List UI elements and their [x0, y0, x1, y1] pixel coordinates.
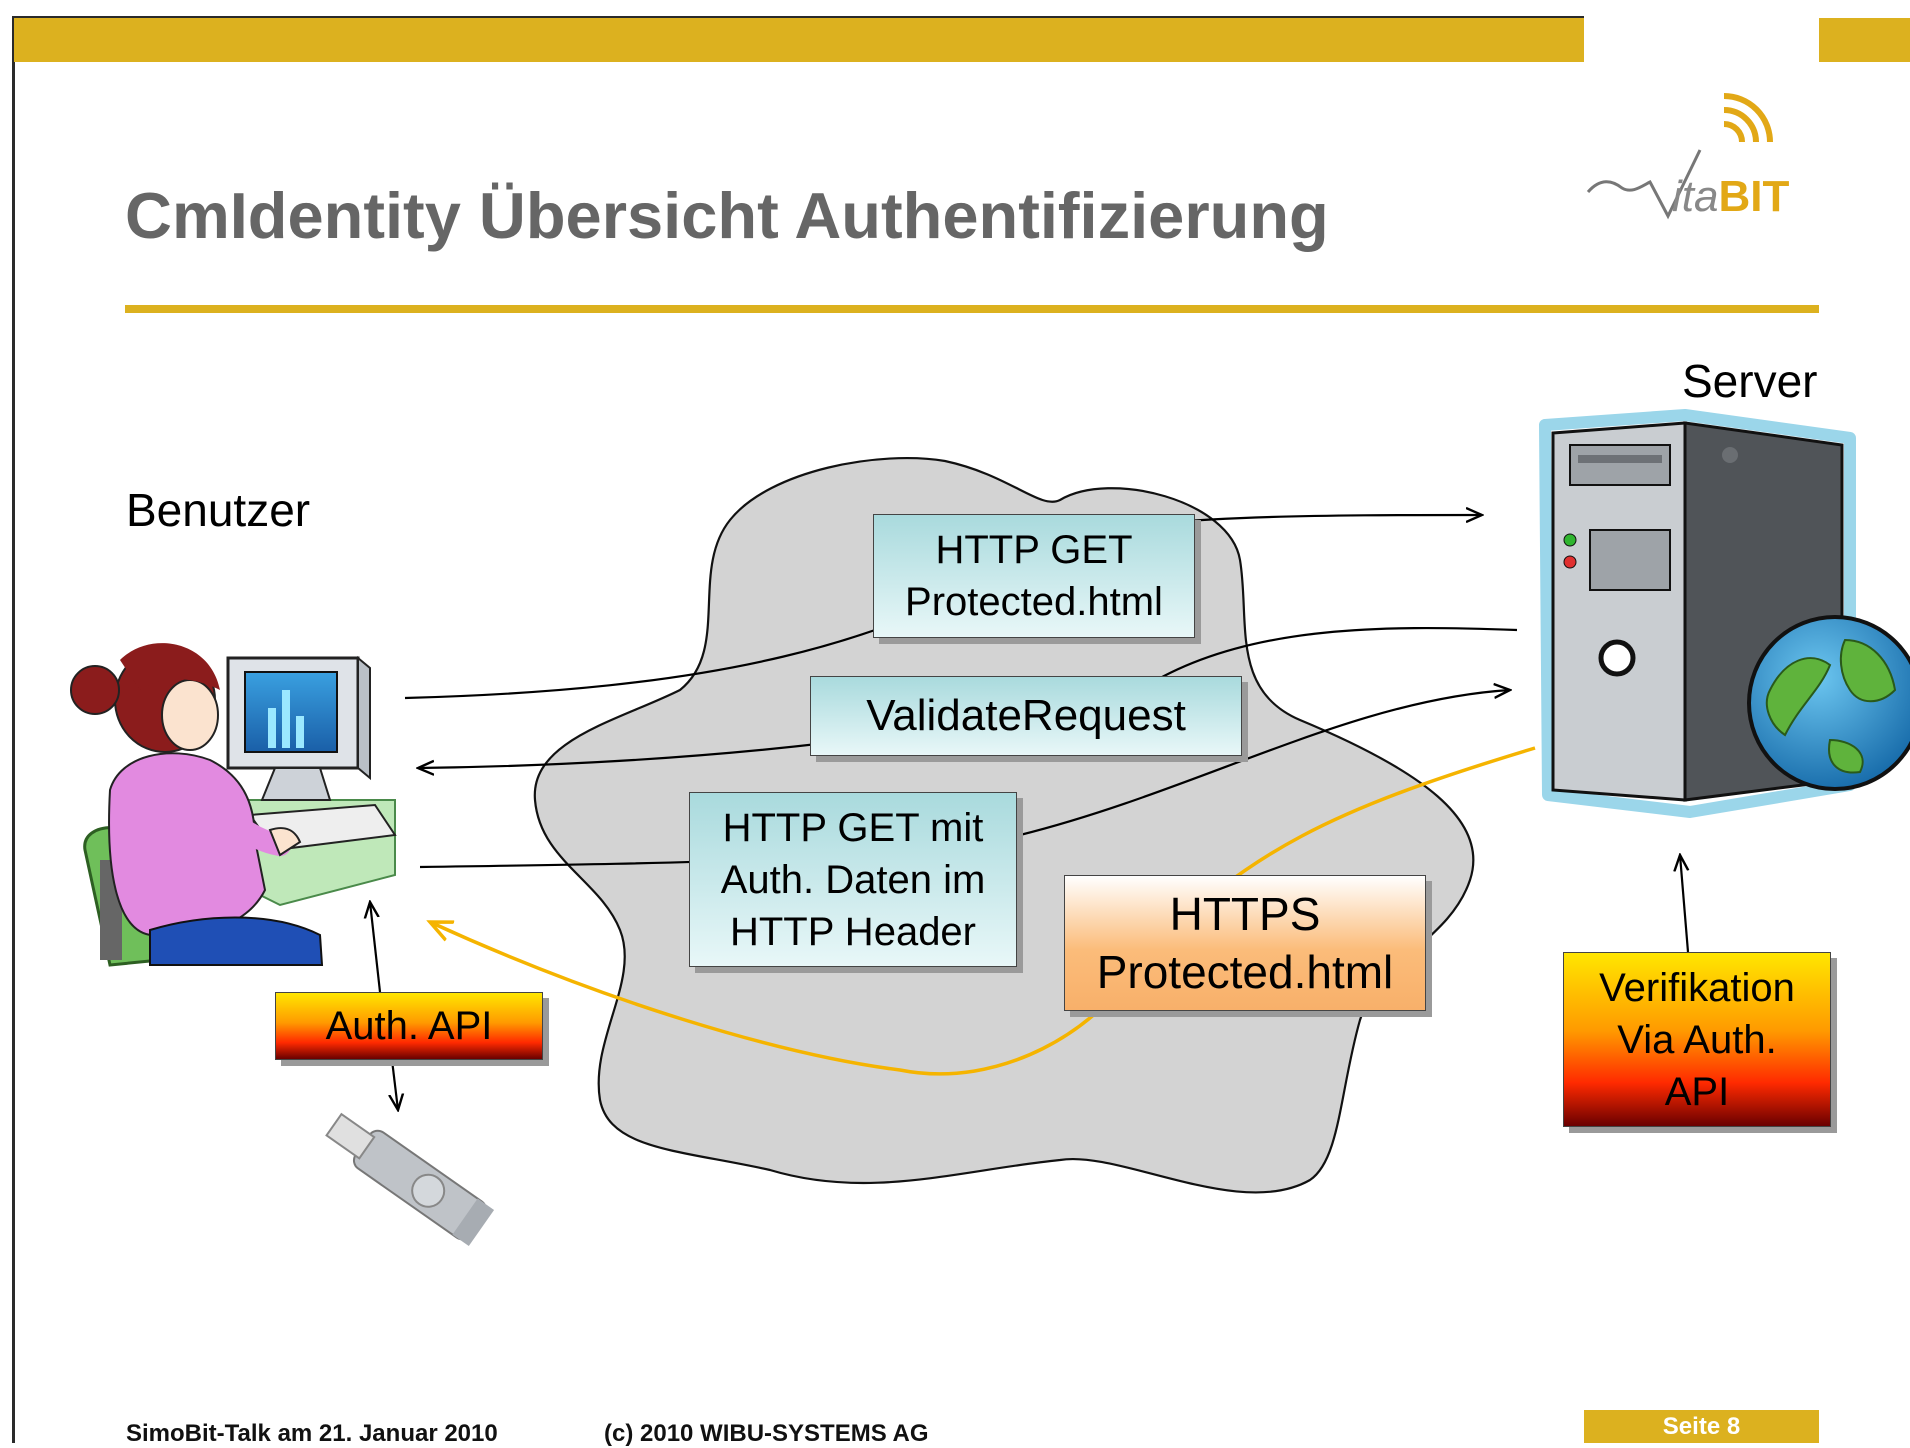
user-computer-icon — [70, 643, 397, 967]
validate-request-box: ValidateRequest — [810, 676, 1242, 756]
arrow-api-to-dongle — [392, 1059, 398, 1110]
verifikation-line-3: API — [1664, 1069, 1730, 1114]
http-get-auth-line-2: Auth. Daten im — [720, 857, 986, 902]
https-line-1: HTTPS — [1169, 888, 1321, 940]
verifikation-line-2: Via Auth. — [1617, 1017, 1777, 1062]
server-label: Server — [1682, 355, 1818, 407]
title-underline — [125, 305, 1819, 313]
top-border-line — [14, 16, 1584, 19]
server-icon — [1539, 409, 1910, 818]
http-get-auth-line-1: HTTP GET mit — [722, 805, 984, 850]
page-number: Seite 8 — [1662, 1412, 1741, 1440]
client-label: Benutzer — [126, 484, 311, 536]
verifikation-line-1: Verifikation — [1599, 965, 1795, 1010]
logo-ita: ita — [1672, 172, 1719, 221]
header-accent-bar — [14, 18, 1584, 62]
logo-bit: BIT — [1718, 172, 1790, 221]
auth-api-label: Auth. API — [325, 1004, 493, 1048]
footer-event: SimoBit-Talk am 21. Januar 2010 — [126, 1420, 498, 1447]
http-get-box: HTTP GET Protected.html — [873, 514, 1195, 638]
header-accent-bar-right — [1819, 18, 1910, 62]
auth-api-box: Auth. API — [275, 992, 543, 1060]
http-get-auth-box: HTTP GET mit Auth. Daten im HTTP Header — [689, 792, 1017, 967]
page-number-badge: Seite 8 — [1584, 1410, 1819, 1443]
footer-copyright: (c) 2010 WIBU-SYSTEMS AG — [604, 1420, 929, 1447]
http-get-line-1: HTTP GET — [935, 528, 1133, 572]
validate-request-label: ValidateRequest — [866, 691, 1186, 740]
arrow-verifikation-to-server — [1680, 855, 1688, 953]
slide-title: CmIdentity Übersicht Authentifizierung — [125, 179, 1329, 252]
verifikation-box: Verifikation Via Auth. API — [1563, 952, 1831, 1127]
arrow-https-response — [430, 746, 1536, 1076]
left-border-line — [12, 16, 15, 1443]
https-line-2: Protected.html — [1096, 946, 1394, 998]
https-box: HTTPS Protected.html — [1064, 875, 1426, 1011]
arrow-api-to-client — [370, 902, 382, 993]
http-get-line-2: Protected.html — [905, 580, 1163, 624]
http-get-auth-line-3: HTTP Header — [729, 909, 976, 954]
arrow-http-get-auth — [419, 690, 1510, 869]
usb-dongle-icon — [325, 1112, 495, 1247]
